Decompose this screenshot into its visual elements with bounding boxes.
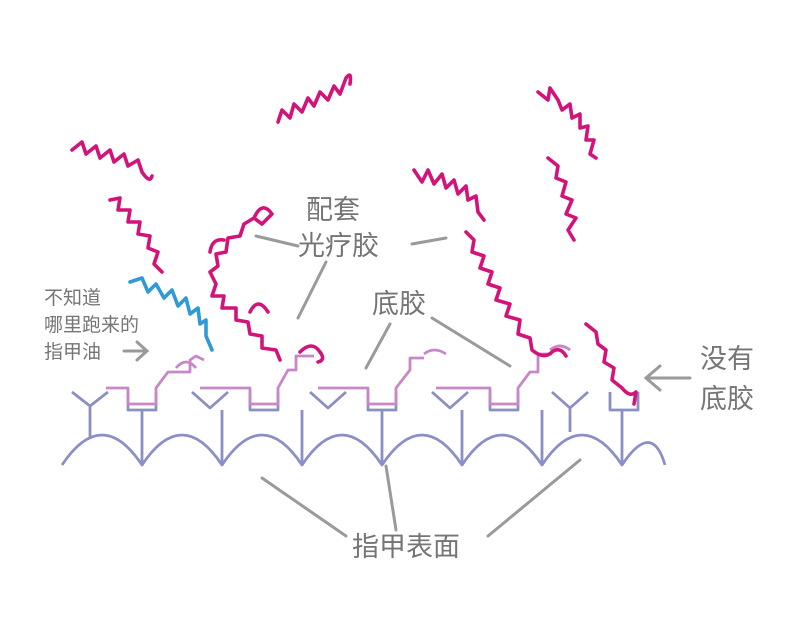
gel-polymer-chain <box>536 86 598 160</box>
gel-label-line2: 光疗胶 <box>298 231 379 262</box>
surface-leader-mid <box>384 464 398 532</box>
oil-label-line1: 不知道 <box>44 287 101 309</box>
base-coat-hooks <box>174 344 571 369</box>
base-leader-left <box>364 322 392 370</box>
nail-surface-label: 指甲表面 <box>352 532 460 563</box>
gel-polymer-chain <box>546 156 578 242</box>
surface-leader-right <box>486 458 582 538</box>
gel-leader-bottom <box>296 260 328 320</box>
no-base-label-line2: 底胶 <box>700 384 754 415</box>
nail-polish-chain <box>128 276 214 352</box>
gel-polymer-chain-anchored <box>584 322 638 406</box>
gel-polymer-chain-anchored <box>208 237 325 364</box>
gel-polymer-chain <box>108 196 164 274</box>
oil-label-line3: 指甲油 <box>44 341 101 363</box>
arrow-right-icon <box>122 340 150 362</box>
gel-polymer-chain <box>276 73 353 124</box>
base-coat-label: 底胶 <box>372 289 426 320</box>
nail-surface-scallops <box>60 433 667 467</box>
nail-surface-cell-walls <box>88 406 624 465</box>
gel-polymer-chains <box>70 73 638 406</box>
gel-label-line1: 配套 <box>306 195 360 226</box>
oil-label-line2: 哪里跑来的 <box>44 314 139 336</box>
gel-polymer-chain <box>70 140 154 181</box>
base-leader-right <box>430 316 512 368</box>
no-base-label-line1: 没有 <box>700 344 754 375</box>
base-coat-segment <box>423 348 447 356</box>
surface-leader-left <box>260 476 348 538</box>
nail-surface-sockets <box>126 392 640 412</box>
base-coat-segment <box>318 356 424 406</box>
gel-leader-right <box>410 236 448 246</box>
base-coat-segment <box>200 354 314 406</box>
base-coat-segment <box>106 354 205 406</box>
base-coat-segment <box>436 352 552 406</box>
gel-polymer-chain <box>412 168 486 222</box>
base-coat-layer <box>106 344 571 406</box>
gel-polymer-chain-anchored <box>464 230 568 358</box>
nail-surface-y-receptors <box>71 390 589 432</box>
arrow-left-icon <box>643 364 692 392</box>
gel-polymer-chain <box>208 206 282 362</box>
gel-leader-left <box>254 234 300 248</box>
nail-surface <box>60 390 667 467</box>
leader-lines <box>254 234 582 538</box>
